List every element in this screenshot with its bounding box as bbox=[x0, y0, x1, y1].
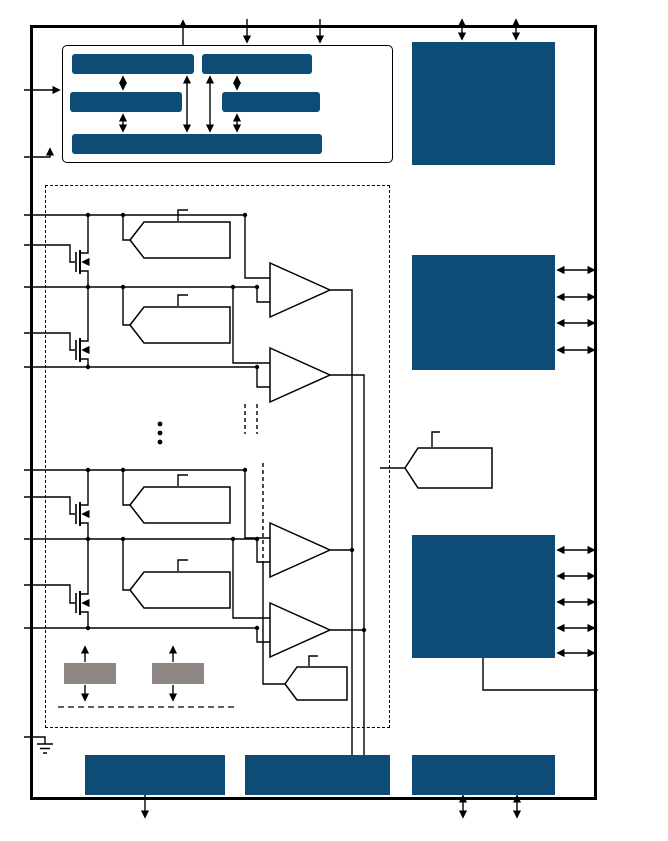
comparator-input-wires bbox=[232, 215, 270, 643]
adc-chan-2-label bbox=[144, 490, 230, 520]
right-pin-wires bbox=[482, 265, 598, 691]
fet-symbols bbox=[75, 215, 90, 628]
power-management-diagnosis-block bbox=[72, 134, 322, 154]
uart-interface-low-side-block bbox=[412, 755, 555, 795]
power-supply-unit-box bbox=[62, 45, 393, 163]
adc-input-taps bbox=[122, 215, 130, 591]
comparator-1-shape bbox=[269, 601, 332, 659]
ref-a-block bbox=[64, 663, 116, 684]
left-pin-wires bbox=[24, 85, 257, 744]
adc-chan-1-shape bbox=[129, 571, 231, 609]
adc-chan-1-label bbox=[144, 575, 230, 605]
comparator-12-shape bbox=[269, 261, 332, 319]
dac-label bbox=[297, 670, 347, 698]
sleep-oscillator-block bbox=[70, 92, 182, 112]
ref-b-block bbox=[152, 663, 204, 684]
adc-chan-12-shape bbox=[129, 221, 231, 259]
uart-interface-high-side-block bbox=[412, 42, 555, 165]
main-regulator-block bbox=[202, 54, 312, 74]
comparator-1-label bbox=[272, 616, 314, 644]
ref-label-connectors bbox=[177, 209, 440, 666]
dac-reference-wires bbox=[262, 462, 285, 685]
adc-chan-2-shape bbox=[129, 486, 231, 524]
comparator-11-shape bbox=[269, 346, 332, 404]
temperature-measurement-unit-block bbox=[412, 535, 555, 658]
uart-gpio-block bbox=[412, 255, 555, 370]
comparator-11-label bbox=[272, 361, 314, 389]
reference-supply-arrows bbox=[58, 645, 237, 708]
junction-dots bbox=[85, 212, 367, 633]
adc-chan-11-label bbox=[144, 310, 230, 340]
adc-chan-11-shape bbox=[129, 306, 231, 344]
comparator-12-label bbox=[272, 276, 314, 304]
diagnosis-unit-block bbox=[85, 755, 225, 795]
adc-block-13-shape bbox=[404, 447, 493, 489]
continuation-dots-icon bbox=[157, 421, 163, 445]
dac-shape bbox=[284, 666, 348, 701]
sleep-regulator-block bbox=[72, 54, 194, 74]
adc-chan-12-label bbox=[144, 225, 230, 255]
digital-control-registers-block bbox=[245, 755, 390, 795]
ground-symbol bbox=[37, 743, 53, 754]
main-oscillator-block bbox=[222, 92, 320, 112]
psu-arrows bbox=[118, 75, 242, 133]
cell-management-unit-box bbox=[45, 185, 390, 728]
adc-block-13-label bbox=[418, 452, 492, 484]
comparator-2-label bbox=[272, 536, 314, 564]
comparator-2-shape bbox=[269, 521, 332, 579]
chip-boundary bbox=[30, 25, 597, 800]
